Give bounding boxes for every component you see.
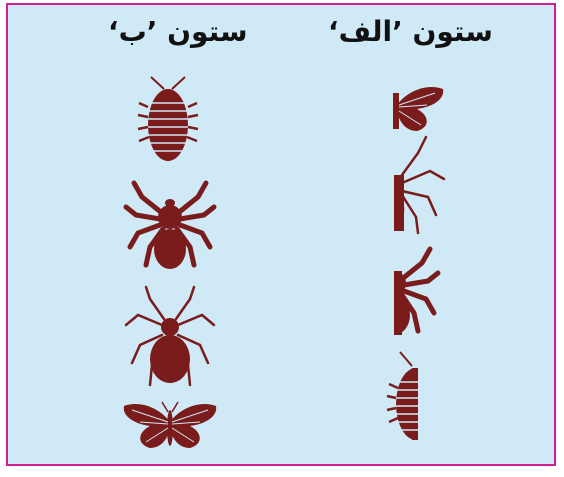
half-woodlouse-icon bbox=[386, 350, 436, 445]
column-a-header: ستون ’الف‘ bbox=[328, 15, 493, 48]
half-tarantula-icon bbox=[394, 243, 454, 343]
half-spider-icon bbox=[394, 135, 454, 235]
tick-icon bbox=[120, 285, 220, 395]
worksheet-frame: ستون ’الف‘ ستون ’ب‘ bbox=[6, 3, 556, 466]
woodlouse-icon bbox=[133, 75, 203, 165]
half-butterfly-icon bbox=[393, 81, 448, 136]
tarantula-icon bbox=[120, 177, 220, 272]
column-b-header: ستون ’ب‘ bbox=[108, 15, 248, 48]
butterfly-icon bbox=[120, 398, 220, 453]
